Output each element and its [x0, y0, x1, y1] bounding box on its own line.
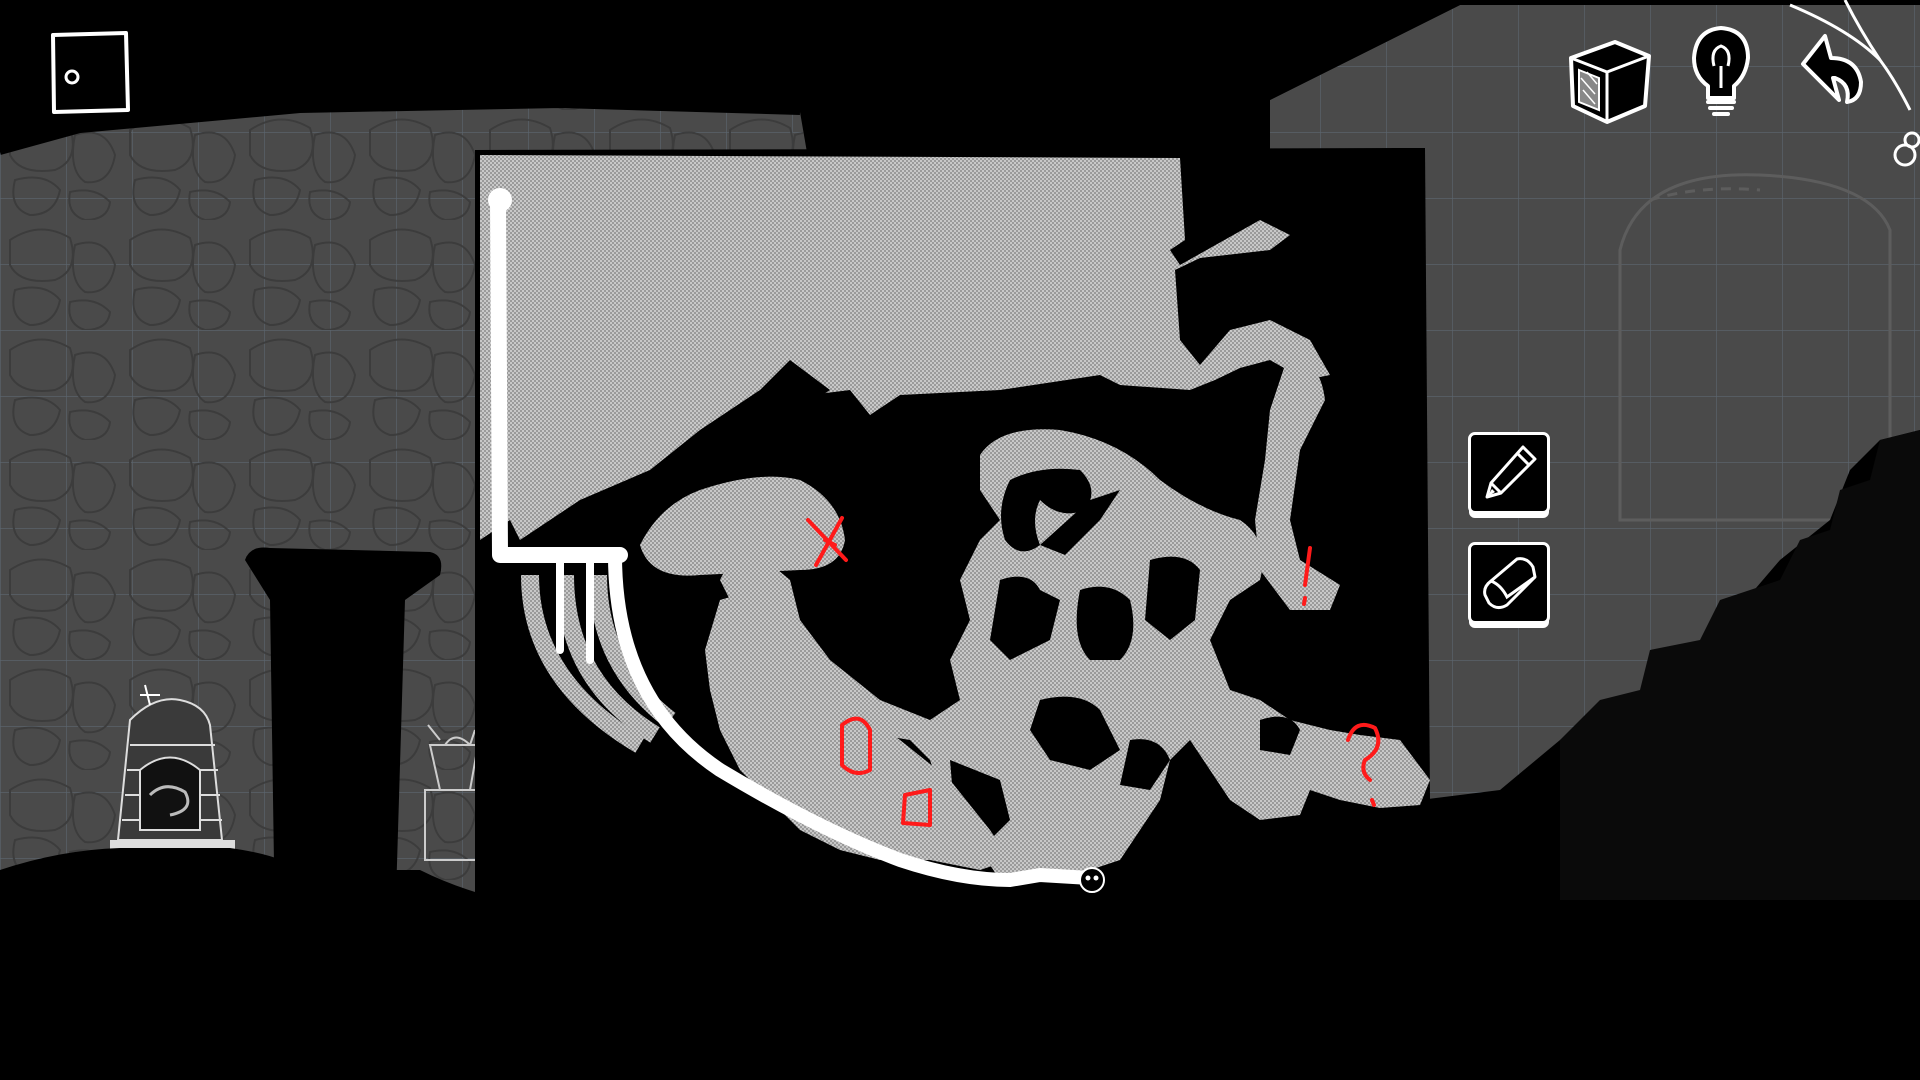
menu-door-button[interactable]: door-icon [48, 30, 133, 115]
undo-arrow-icon [1801, 34, 1863, 104]
stone-furnace [110, 684, 235, 850]
branch-decoration [1789, 0, 1920, 167]
eraser-tool-button[interactable]: eraser-icon [1468, 542, 1550, 624]
question-mark [1346, 723, 1381, 807]
eraser-icon [1483, 557, 1537, 610]
map-right-corridor [1255, 350, 1340, 610]
x-mark [806, 516, 848, 567]
player-marker [1079, 867, 1105, 893]
back-button[interactable]: undo-arrow-icon [1795, 30, 1867, 106]
pencil-icon [1485, 445, 1537, 499]
right-rock-steps [1560, 430, 1920, 900]
hint-button[interactable]: lightbulb-icon [1688, 24, 1754, 120]
map-left-chamber [640, 476, 845, 576]
stone-pillar [245, 547, 442, 930]
lightbulb-icon [1692, 26, 1750, 116]
map-red-marks [806, 516, 1381, 827]
map-central-maze [720, 429, 1430, 880]
map-walked-path [490, 192, 1097, 887]
inventory-button[interactable]: box-icon [1565, 34, 1653, 126]
door-icon [51, 31, 130, 114]
box-mark [901, 788, 932, 827]
pencil-tool-button[interactable]: pencil-icon [1468, 432, 1550, 514]
cave-map[interactable] [475, 148, 1430, 930]
door-mark [840, 716, 872, 776]
exclamation-mark [1302, 546, 1312, 606]
box-icon [1569, 40, 1651, 124]
